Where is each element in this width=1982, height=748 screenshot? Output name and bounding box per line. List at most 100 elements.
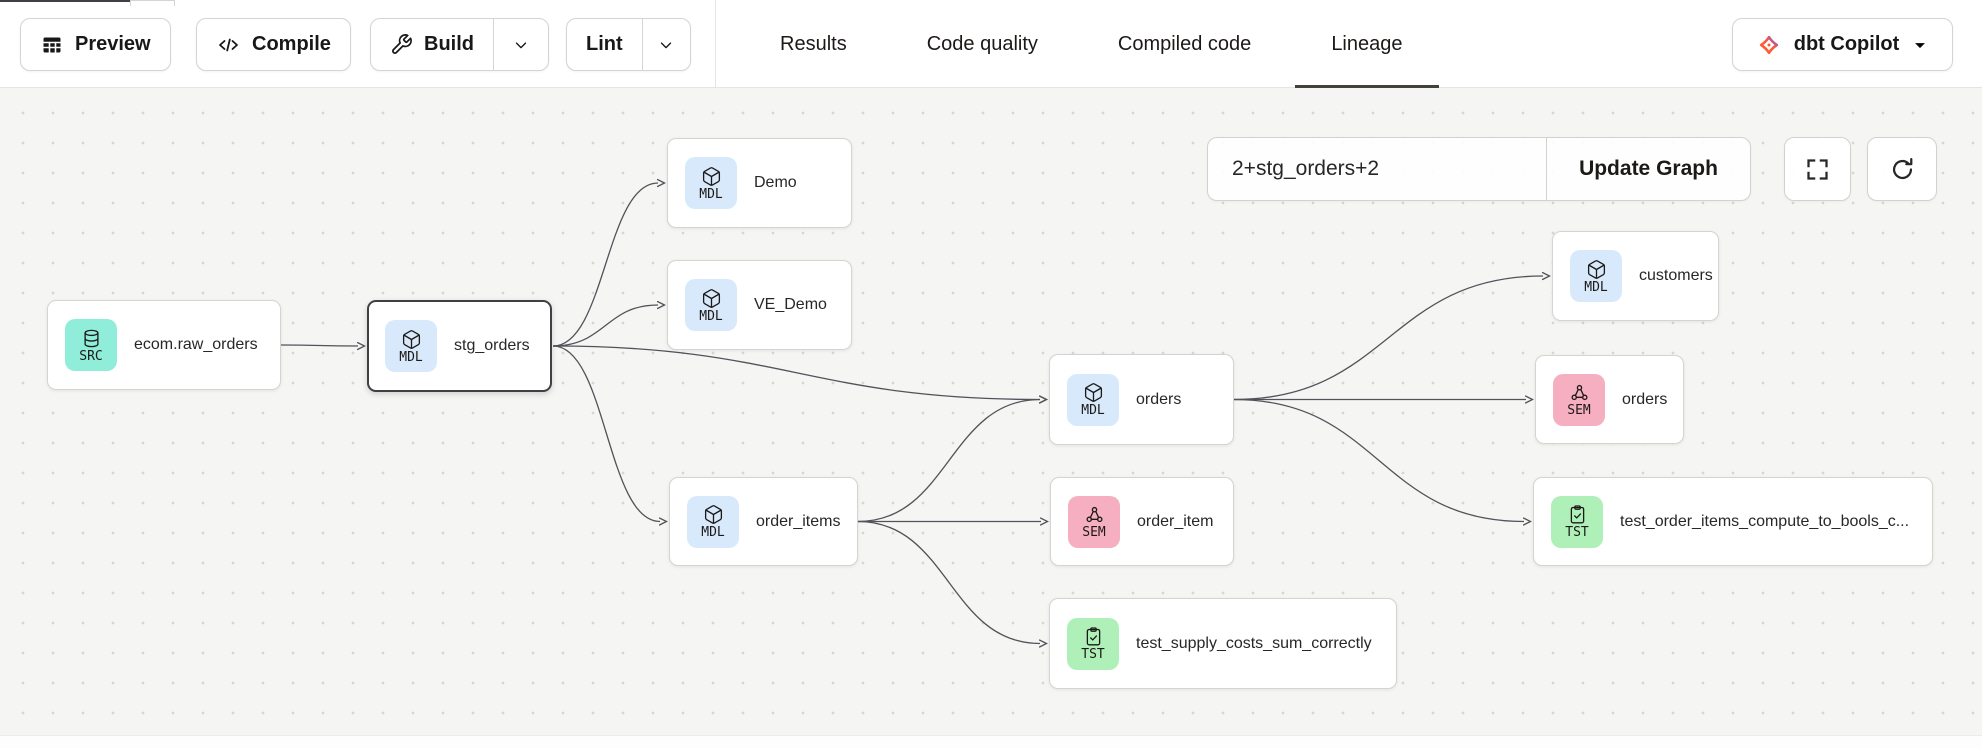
file-tab-divider bbox=[130, 0, 131, 6]
network-icon bbox=[1570, 384, 1588, 401]
mdl-badge: MDL bbox=[685, 279, 737, 331]
tst-badge: TST bbox=[1551, 495, 1603, 548]
clipboard-check-icon bbox=[1086, 627, 1100, 646]
active-file-tab-underline bbox=[0, 0, 130, 2]
cube-icon bbox=[1587, 259, 1605, 279]
graph-node-order_items[interactable]: MDL order_items bbox=[669, 477, 858, 566]
compile-button[interactable]: Compile bbox=[196, 18, 351, 71]
mdl-badge: MDL bbox=[1570, 250, 1622, 302]
cube-icon bbox=[702, 166, 720, 186]
edge-orders_mdl-test_order_items_compute bbox=[1233, 398, 1524, 522]
badge-type-label: MDL bbox=[699, 186, 723, 202]
table-icon bbox=[42, 37, 62, 53]
database-icon bbox=[83, 329, 99, 347]
graph-node-test_supply_costs[interactable]: TST test_supply_costs_sum_correctly bbox=[1049, 598, 1397, 689]
lint-button: Lint bbox=[566, 18, 691, 71]
top-toolbar: Preview Compile Build bbox=[0, 0, 1982, 88]
tab-results[interactable]: Results bbox=[780, 32, 847, 55]
node-label: order_items bbox=[756, 512, 841, 530]
lint-label: Lint bbox=[586, 33, 623, 55]
edge-order_items-test_supply_costs bbox=[857, 520, 1040, 644]
lint-main-button[interactable]: Lint bbox=[567, 19, 642, 70]
node-label: test_order_items_compute_to_bools_c... bbox=[1620, 512, 1910, 530]
cube-icon bbox=[402, 329, 420, 349]
mdl-badge: MDL bbox=[687, 495, 739, 548]
build-main-button[interactable]: Build bbox=[371, 19, 493, 70]
edge-stg_orders-orders_mdl bbox=[552, 345, 1040, 400]
tst-badge: TST bbox=[1067, 617, 1119, 670]
fullscreen-button[interactable] bbox=[1784, 137, 1851, 201]
src-badge: SRC bbox=[65, 319, 117, 371]
dbt-logo-icon bbox=[1759, 35, 1778, 54]
badge-type-label: TST bbox=[1565, 525, 1589, 540]
lineage-selector-bar: Update Graph bbox=[1207, 137, 1751, 201]
node-label: customers bbox=[1639, 267, 1713, 284]
badge-type-label: MDL bbox=[699, 308, 723, 324]
tab-compiled-code[interactable]: Compiled code bbox=[1117, 32, 1252, 55]
node-label: order_item bbox=[1137, 512, 1214, 530]
graph-node-order_item_sem[interactable]: SEM order_item bbox=[1050, 477, 1234, 566]
node-label: test_supply_costs_sum_correctly bbox=[1136, 634, 1372, 652]
graph-node-ecom_raw_orders[interactable]: SRC ecom.raw_orders bbox=[47, 300, 281, 390]
refresh-button[interactable] bbox=[1867, 137, 1937, 201]
edge-stg_orders-order_items bbox=[552, 345, 660, 522]
update-graph-button[interactable]: Update Graph bbox=[1547, 138, 1750, 200]
graph-node-customers[interactable]: MDL customers bbox=[1552, 231, 1719, 321]
badge-type-label: SEM bbox=[1082, 525, 1106, 540]
lint-dropdown-button[interactable] bbox=[641, 19, 690, 70]
preview-label: Preview bbox=[75, 33, 151, 55]
graph-node-test_order_items_compute[interactable]: TST test_order_items_compute_to_bools_c..… bbox=[1533, 477, 1933, 566]
tab-code-quality[interactable]: Code quality bbox=[926, 32, 1038, 55]
build-dropdown-button[interactable] bbox=[493, 19, 548, 70]
build-label: Build bbox=[424, 33, 474, 55]
edge-orders_mdl-customers bbox=[1233, 276, 1543, 401]
result-tabs: Results Code quality Compiled code Linea… bbox=[780, 0, 1439, 88]
node-label: ecom.raw_orders bbox=[134, 336, 258, 353]
bottom-strip bbox=[0, 735, 1982, 748]
badge-type-label: MDL bbox=[1081, 403, 1105, 418]
edge-order_items-orders_mdl bbox=[857, 400, 1040, 523]
preview-button[interactable]: Preview bbox=[20, 18, 171, 71]
code-icon bbox=[219, 38, 238, 51]
node-label: orders bbox=[1136, 390, 1182, 408]
chevron-down-icon bbox=[515, 41, 527, 48]
edge-stg_orders-ve_demo bbox=[552, 305, 658, 347]
tab-lineage[interactable]: Lineage bbox=[1295, 0, 1439, 88]
maximize-icon bbox=[1807, 158, 1828, 180]
cube-icon bbox=[704, 505, 722, 524]
copilot-label: dbt Copilot bbox=[1793, 33, 1900, 55]
file-tab-edge bbox=[130, 0, 175, 1]
mdl-badge: MDL bbox=[385, 320, 437, 372]
badge-type-label: MDL bbox=[701, 525, 725, 540]
badge-type-label: MDL bbox=[399, 349, 423, 365]
sem-badge: SEM bbox=[1553, 373, 1605, 426]
mdl-badge: MDL bbox=[1067, 373, 1119, 426]
graph-node-demo[interactable]: MDL Demo bbox=[667, 138, 852, 228]
badge-type-label: MDL bbox=[1584, 279, 1608, 295]
build-button: Build bbox=[370, 18, 549, 71]
graph-node-orders_mdl[interactable]: MDL orders bbox=[1049, 354, 1234, 445]
chevron-down-icon bbox=[661, 41, 672, 48]
badge-type-label: SRC bbox=[79, 348, 103, 364]
wrench-icon bbox=[392, 34, 412, 54]
cube-icon bbox=[702, 288, 720, 308]
node-label: Demo bbox=[754, 174, 797, 191]
compile-label: Compile bbox=[252, 33, 331, 55]
refresh-icon bbox=[1892, 157, 1912, 179]
badge-type-label: SEM bbox=[1567, 403, 1591, 418]
graph-node-ve_demo[interactable]: MDL VE_Demo bbox=[667, 260, 852, 350]
file-tab-divider bbox=[174, 0, 175, 6]
node-label: VE_Demo bbox=[754, 296, 827, 313]
sem-badge: SEM bbox=[1068, 495, 1120, 548]
cube-icon bbox=[1084, 383, 1102, 402]
network-icon bbox=[1085, 506, 1103, 523]
edge-layer bbox=[280, 88, 1982, 735]
clipboard-check-icon bbox=[1570, 505, 1584, 524]
dbt-copilot-button[interactable]: dbt Copilot bbox=[1732, 18, 1953, 71]
mdl-badge: MDL bbox=[685, 157, 737, 209]
lineage-selector-input[interactable] bbox=[1208, 138, 1546, 200]
